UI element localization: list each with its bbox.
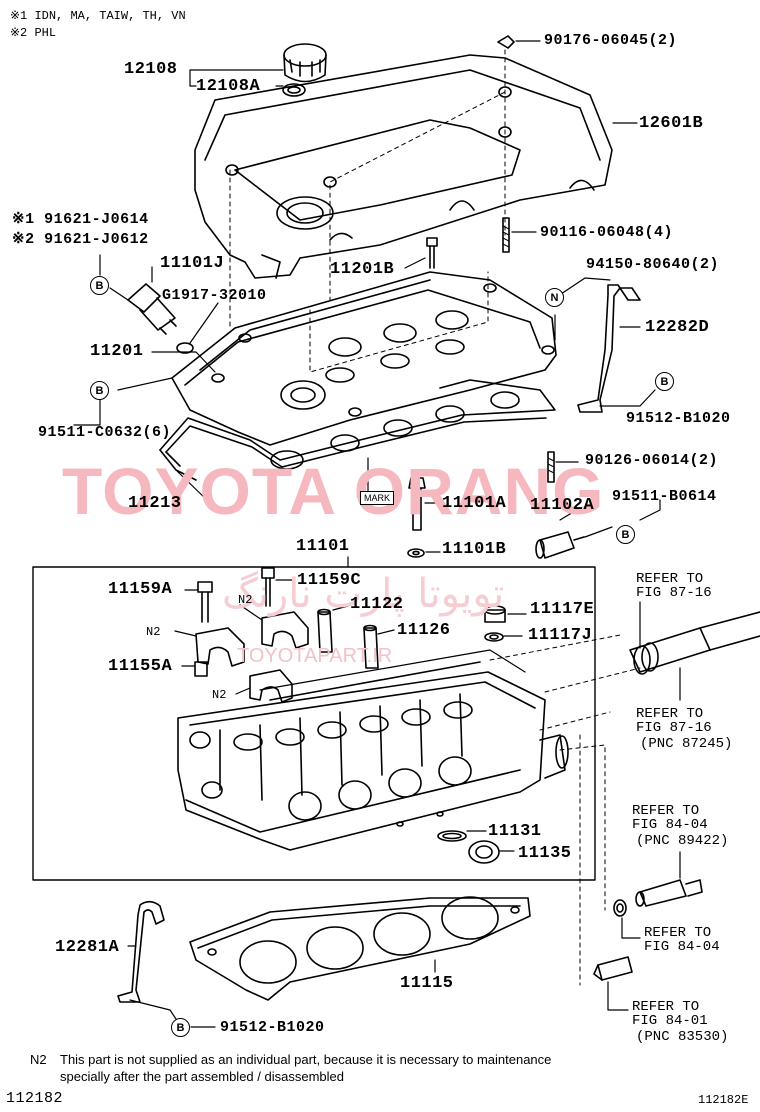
refer-5-line3: (PNC 83530) <box>636 1029 729 1045</box>
seal-drawing <box>437 830 500 864</box>
part-12108[interactable]: 12108 <box>124 60 178 79</box>
part-90176[interactable]: 90176-06045(2) <box>544 32 678 49</box>
refer-1-line2[interactable]: FIG 87-16 <box>636 585 712 601</box>
part-12282D[interactable]: 12282D <box>645 318 710 337</box>
n2-label-b: N2 <box>146 625 161 639</box>
refer-1-line1[interactable]: REFER TO <box>636 571 704 587</box>
dowel-pin-drawing <box>194 661 208 677</box>
temp-sensor-drawing <box>613 879 703 917</box>
valve-guide-b-drawing <box>363 624 379 669</box>
bracket-drawing <box>577 284 641 413</box>
refer-5-line2[interactable]: FIG 84-01 <box>632 1013 708 1029</box>
part-11101A[interactable]: 11101A <box>442 494 507 513</box>
valve-guide-drawing <box>317 608 333 653</box>
note-1: ※1 IDN, MA, TAIW, TH, VN <box>10 9 186 23</box>
part-91512-bot[interactable]: 91512-B1020 <box>220 1019 325 1036</box>
footer-right-code: 112182E <box>698 1093 749 1107</box>
n2-label-c: N2 <box>212 688 227 702</box>
cylinder-head-drawing <box>177 649 569 851</box>
cap-bolt-drawing <box>197 581 213 623</box>
plug-drawing <box>484 605 506 642</box>
b-badge-2: B <box>90 381 109 400</box>
part-11102A[interactable]: 11102A <box>530 496 595 515</box>
cover-gasket-drawing <box>159 379 556 481</box>
cover-bolt-drawing <box>426 237 438 269</box>
part-11159A[interactable]: 11159A <box>108 580 173 599</box>
n-badge: N <box>545 288 564 307</box>
b-badge-1: B <box>90 276 109 295</box>
part-90116[interactable]: 90116-06048(4) <box>540 224 674 241</box>
part-11155A[interactable]: 11155A <box>108 657 173 676</box>
part-11131[interactable]: 11131 <box>488 822 542 841</box>
refer-4-line1[interactable]: REFER TO <box>644 925 712 941</box>
watermark-url: TOYOTAPART.IR <box>237 645 393 667</box>
part-12108A[interactable]: 12108A <box>196 77 261 96</box>
part-91621-a[interactable]: ※1 91621-J0614 <box>12 211 149 228</box>
b-badge-4: B <box>616 525 635 544</box>
n2-label-a: N2 <box>238 593 253 607</box>
part-11159C[interactable]: 11159C <box>297 571 362 590</box>
b-badge-5: B <box>171 1018 190 1037</box>
mark-tag: MARK <box>360 491 395 505</box>
n2-note-line1: This part is not supplied as an individu… <box>60 1052 552 1067</box>
head-cover-drawing <box>171 271 557 446</box>
refer-5-line1[interactable]: REFER TO <box>632 999 700 1015</box>
part-11117E[interactable]: 11117E <box>530 600 595 619</box>
part-11117J[interactable]: 11117J <box>528 626 593 645</box>
refer-3-line1[interactable]: REFER TO <box>632 803 700 819</box>
part-11126[interactable]: 11126 <box>397 621 451 640</box>
cam-sensor-drawing <box>535 531 585 559</box>
part-11201B[interactable]: 11201B <box>330 260 395 279</box>
part-11115[interactable]: 11115 <box>400 974 454 993</box>
part-G1917[interactable]: G1917-32010 <box>162 287 267 304</box>
part-12281A[interactable]: 12281A <box>55 938 120 957</box>
oil-cap-drawing <box>282 43 327 97</box>
head-assembly-box <box>32 566 596 881</box>
part-11213[interactable]: 11213 <box>128 494 182 513</box>
footer-left-code: 112182 <box>6 1090 64 1107</box>
part-11101B[interactable]: 11101B <box>442 540 507 559</box>
part-11101[interactable]: 11101 <box>296 537 350 556</box>
cap-bolt-c-drawing <box>261 567 275 607</box>
refer-2-line1[interactable]: REFER TO <box>636 706 704 722</box>
head-gasket-drawing <box>189 896 531 1001</box>
watermark-main: TOYOTA ORANG <box>62 454 605 528</box>
nut-drawing <box>497 35 515 49</box>
part-94150[interactable]: 94150-80640(2) <box>586 256 720 273</box>
part-11122[interactable]: 11122 <box>350 595 404 614</box>
refer-2-line3: (PNC 87245) <box>640 736 733 752</box>
refer-4-line2[interactable]: FIG 84-04 <box>644 939 720 955</box>
n2-note-line2: specially after the part assembled / dis… <box>60 1069 344 1084</box>
part-91512-top[interactable]: 91512-B1020 <box>626 410 731 427</box>
part-91511-c[interactable]: 91511-C0632(6) <box>38 424 172 441</box>
n2-code: N2 <box>30 1052 47 1067</box>
hanger-drawing <box>117 900 165 1003</box>
vvt-sensor-drawing <box>127 283 194 354</box>
pressure-switch-drawing <box>593 956 633 981</box>
part-91621-b[interactable]: ※2 91621-J0612 <box>12 231 149 248</box>
part-11101J[interactable]: 11101J <box>160 254 225 273</box>
refer-2-line2[interactable]: FIG 87-16 <box>636 720 712 736</box>
part-11135[interactable]: 11135 <box>518 844 572 863</box>
part-90126[interactable]: 90126-06014(2) <box>585 452 719 469</box>
refer-3-line2[interactable]: FIG 84-04 <box>632 817 708 833</box>
b-badge-3: B <box>655 372 674 391</box>
part-11201[interactable]: 11201 <box>90 342 144 361</box>
refer-3-line3: (PNC 89422) <box>636 833 729 849</box>
hose-drawing <box>629 611 760 675</box>
part-91511-b[interactable]: 91511-B0614 <box>612 488 717 505</box>
engine-cover-drawing <box>194 54 613 279</box>
head-bolt-drawing <box>407 477 426 558</box>
watermark-arabic: تویوتا پارت نارنگ <box>222 571 505 617</box>
part-12601B[interactable]: 12601B <box>639 114 704 133</box>
note-2: ※2 PHL <box>10 26 57 40</box>
